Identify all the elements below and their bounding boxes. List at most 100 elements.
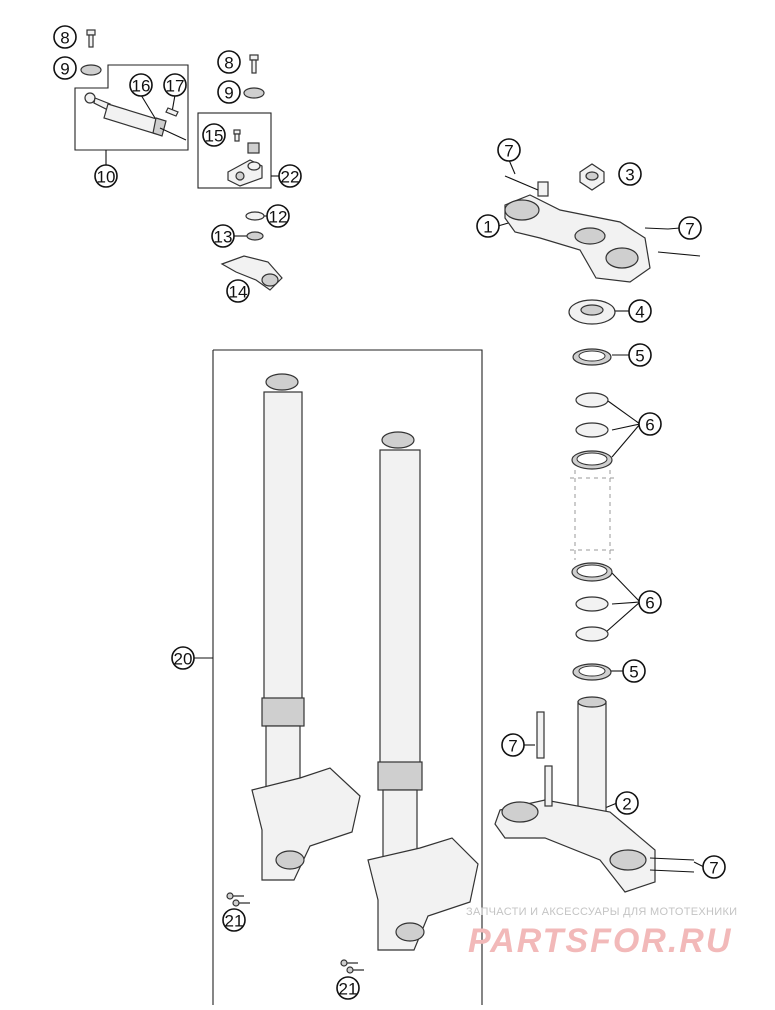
callout-21: 21	[336, 976, 360, 1000]
callout-circle	[278, 164, 302, 188]
callout-number: 7	[709, 859, 718, 878]
bolts-21-left	[226, 892, 250, 907]
callout-number: 20	[174, 650, 193, 669]
bolt-8-left	[86, 29, 96, 48]
callout-8: 8	[53, 25, 77, 49]
fork-assembly-group-box	[212, 349, 483, 1005]
callout-number: 15	[205, 127, 224, 146]
callout-17: 17	[163, 73, 187, 97]
bearing-set-6-upper	[571, 392, 613, 470]
callout-6: 6	[638, 412, 662, 436]
callout-number: 12	[269, 208, 288, 227]
callout-number: 2	[622, 795, 631, 814]
callout-circle	[211, 224, 235, 248]
callout-number: 8	[60, 29, 69, 48]
head-tube-outline	[570, 470, 615, 560]
callout-13: 13	[211, 224, 235, 248]
callout-number: 7	[508, 737, 517, 756]
callout-circle	[476, 214, 500, 238]
callout-number: 5	[635, 347, 644, 366]
callout-number: 9	[224, 84, 233, 103]
callout-number: 14	[229, 283, 248, 302]
callout-number: 17	[166, 77, 185, 96]
leader-lines	[105, 94, 705, 868]
callout-7: 7	[678, 216, 702, 240]
clamp-14	[220, 255, 283, 291]
callout-number: 8	[224, 54, 233, 73]
callout-12: 12	[266, 204, 290, 228]
callout-circle	[266, 204, 290, 228]
bracket-22	[227, 129, 263, 187]
seal-5-upper	[572, 348, 612, 366]
callout-9: 9	[217, 80, 241, 104]
callout-20: 20	[171, 646, 195, 670]
cap-9-left	[80, 64, 102, 76]
callout-5: 5	[622, 659, 646, 683]
callout-circle	[336, 976, 360, 1000]
callout-5: 5	[628, 343, 652, 367]
watermark-brand: PARTSFOR.RU	[468, 922, 733, 960]
fork-leg-left	[251, 373, 361, 881]
callout-number: 7	[504, 142, 513, 161]
callout-circle	[678, 216, 702, 240]
fork-leg-right	[367, 431, 479, 951]
callout-circle	[222, 908, 246, 932]
callout-6: 6	[638, 590, 662, 614]
callout-circle	[53, 56, 77, 80]
callout-circle	[615, 791, 639, 815]
callout-number: 16	[132, 77, 151, 96]
callout-number: 5	[629, 663, 638, 682]
callout-number: 1	[483, 218, 492, 237]
callout-3: 3	[618, 162, 642, 186]
callout-number: 10	[97, 168, 116, 187]
callout-1: 1	[476, 214, 500, 238]
callout-circle	[171, 646, 195, 670]
damper-bracket-group-box	[197, 112, 272, 189]
callout-number: 6	[645, 416, 654, 435]
callout-21: 21	[222, 908, 246, 932]
callout-circle	[622, 659, 646, 683]
callout-number: 3	[625, 166, 634, 185]
callout-circle	[217, 80, 241, 104]
callout-7: 7	[497, 138, 521, 162]
seal-5-lower	[572, 663, 612, 681]
callout-4: 4	[628, 299, 652, 323]
steering-damper-group-box	[74, 64, 189, 151]
callout-number: 6	[645, 594, 654, 613]
callout-number: 4	[635, 303, 644, 322]
callout-circle	[226, 279, 250, 303]
bearing-set-6-lower	[571, 562, 613, 642]
lower-triple-clamp	[494, 696, 695, 893]
dust-cover-4	[568, 299, 616, 325]
callout-circle	[618, 162, 642, 186]
upper-triple-clamp	[504, 175, 701, 283]
callout-number: 9	[60, 60, 69, 79]
callout-7: 7	[501, 733, 525, 757]
steering-damper	[84, 92, 187, 141]
bolt-8-right	[249, 54, 259, 74]
callout-circle	[628, 343, 652, 367]
callout-number: 13	[214, 228, 233, 247]
callout-7: 7	[702, 855, 726, 879]
callout-number: 7	[685, 220, 694, 239]
callout-circle	[497, 138, 521, 162]
callout-number: 22	[281, 168, 300, 187]
callout-10: 10	[94, 164, 118, 188]
callout-22: 22	[278, 164, 302, 188]
stem-nut-3	[579, 163, 605, 191]
callout-circle	[53, 25, 77, 49]
callout-circle	[94, 164, 118, 188]
callout-number: 21	[225, 912, 244, 931]
callout-circle	[217, 50, 241, 74]
callout-circle	[702, 855, 726, 879]
callout-number: 21	[339, 980, 358, 999]
callout-circle	[129, 73, 153, 97]
callout-circle	[163, 73, 187, 97]
washer-12	[245, 211, 265, 221]
callout-circle	[638, 590, 662, 614]
callout-9: 9	[53, 56, 77, 80]
cap-9-right	[243, 87, 265, 99]
